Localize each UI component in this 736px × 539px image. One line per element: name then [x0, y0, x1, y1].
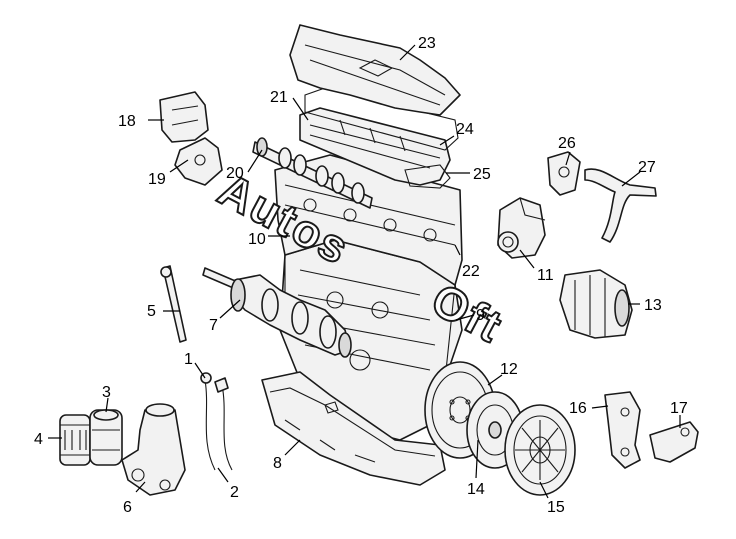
oil-filter-housing: [121, 403, 186, 496]
starter-motor: [559, 269, 633, 339]
label-11: 11: [537, 267, 554, 284]
label-26: 26: [558, 135, 576, 152]
clutch-pressure-plate: [504, 404, 576, 496]
valve-cover: [299, 107, 451, 186]
throttle-body: [497, 197, 546, 259]
label-9: 9: [476, 307, 485, 324]
label-4: 4: [34, 431, 43, 448]
engine-top-cover: [289, 24, 461, 116]
dipstick-tube: [200, 372, 233, 471]
mount-bracket-upper: [159, 91, 209, 143]
engine-mount-bracket: [604, 391, 641, 469]
label-6: 6: [123, 499, 132, 516]
label-7: 7: [209, 317, 218, 334]
coolant-hose: [584, 168, 657, 243]
leader-lines: [48, 44, 681, 499]
oil-filter-element: [89, 409, 123, 466]
label-3: 3: [102, 384, 111, 401]
oil-filter-small: [59, 414, 91, 466]
label-19: 19: [148, 171, 166, 188]
label-5: 5: [147, 303, 156, 320]
label-10: 10: [248, 231, 266, 248]
label-23: 23: [418, 35, 436, 52]
label-20: 20: [226, 165, 244, 182]
dipstick: [160, 265, 187, 343]
crankshaft: [202, 267, 352, 358]
label-24: 24: [456, 121, 474, 138]
oil-pan: [261, 371, 446, 486]
callout-labels: 1 2 3 4 5 6 7 8 9 10 11 12 13 14 15 16 1…: [34, 35, 688, 516]
label-14: 14: [467, 481, 485, 498]
camshaft: [252, 137, 373, 209]
label-25: 25: [473, 166, 491, 183]
label-27: 27: [638, 159, 656, 176]
label-16: 16: [569, 400, 587, 417]
label-22: 22: [462, 263, 480, 280]
label-1: 1: [184, 351, 193, 368]
cylinder-head: [274, 154, 463, 286]
label-2: 2: [230, 484, 239, 501]
label-21: 21: [270, 89, 288, 106]
mount-bracket-lower: [174, 137, 223, 186]
label-15: 15: [547, 499, 565, 516]
label-13: 13: [644, 297, 662, 314]
label-12: 12: [500, 361, 518, 378]
thermostat-housing: [547, 151, 581, 196]
label-17: 17: [670, 400, 688, 417]
head-seal: [404, 164, 451, 189]
label-18: 18: [118, 113, 136, 130]
engine-mount: [649, 421, 699, 463]
label-8: 8: [273, 455, 282, 472]
